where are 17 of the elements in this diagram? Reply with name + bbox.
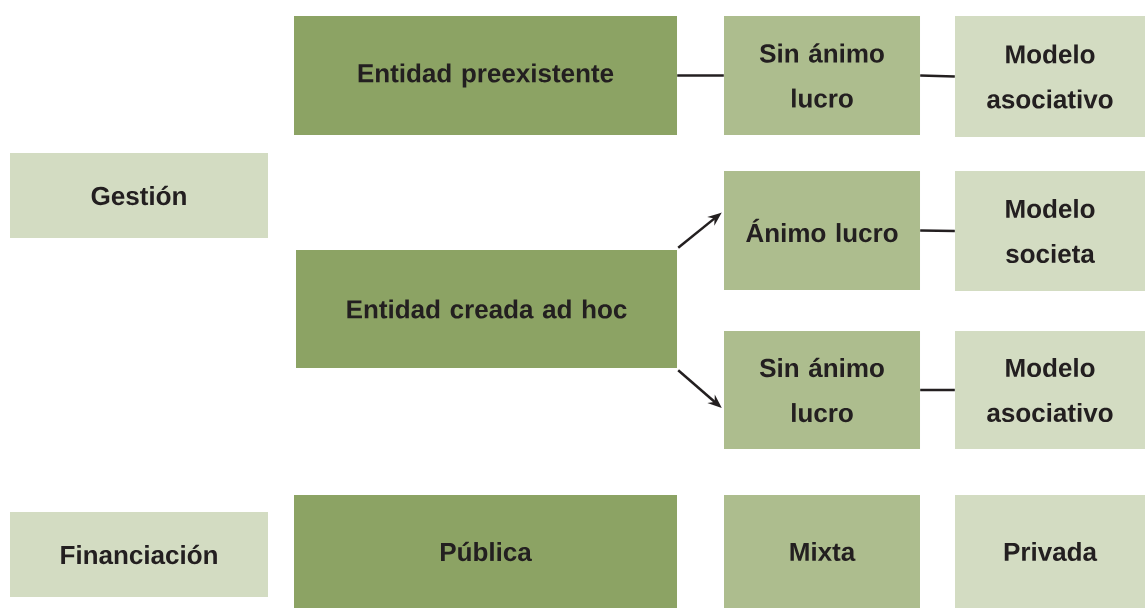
process-box: Mixta [724, 495, 920, 608]
process-box: Pública [294, 495, 677, 608]
process-box: Privada [955, 495, 1145, 608]
connector-line [920, 74, 955, 78]
process-box: Financiación [10, 512, 268, 597]
connector-line [920, 388, 955, 392]
connector-line [920, 229, 955, 233]
process-box: Ánimo lucro [724, 171, 920, 290]
process-box: Sin ánimo lucro [724, 331, 920, 449]
process-box: Entidad preexistente [294, 16, 677, 135]
process-box: Entidad creada ad hoc [296, 250, 677, 368]
connector-line [677, 74, 724, 77]
process-box: Gestión [10, 153, 268, 238]
process-box: Modelo asociativo [955, 331, 1145, 449]
process-box: Sin ánimo lucro [724, 16, 920, 135]
process-box: Modelo societa [955, 171, 1145, 291]
process-box: Modelo asociativo [955, 16, 1145, 137]
